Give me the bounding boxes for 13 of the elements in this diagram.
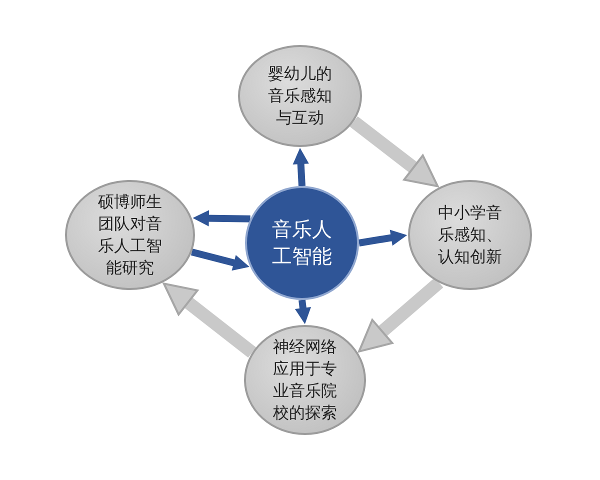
arrow (358, 278, 444, 352)
topic-ellipse: 婴幼儿的音乐感知与互动 (238, 45, 362, 147)
arrow (162, 282, 256, 358)
arrow (358, 230, 408, 246)
topic-ellipse: 中小学音乐感知、认知创新 (408, 180, 532, 290)
arrow (190, 248, 250, 271)
topic-ellipse: 神经网络应用于专业音乐院校的探索 (244, 325, 366, 435)
arrow (292, 148, 309, 186)
arrow (350, 116, 439, 188)
topic-ellipse: 硕博师生团队对音乐人工智能研究 (65, 180, 195, 290)
arrow (192, 210, 250, 226)
topic-circle: 音乐人工智能 (245, 186, 359, 300)
arrow (294, 300, 312, 324)
